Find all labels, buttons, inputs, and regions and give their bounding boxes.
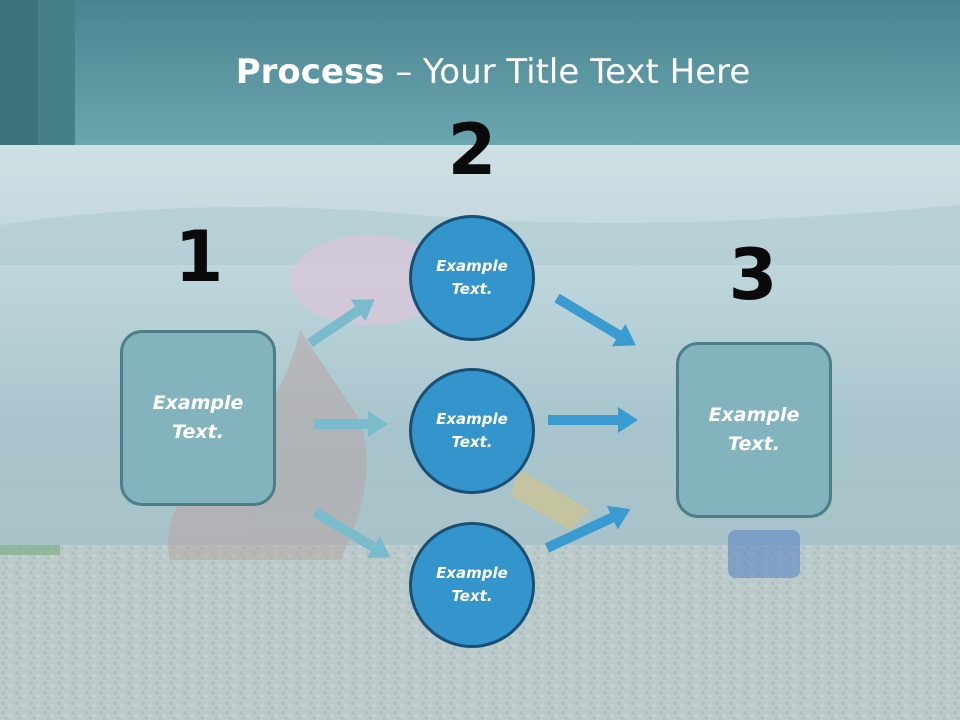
step-number-1: 1 — [174, 216, 224, 298]
arrow-from-circle-2 — [548, 407, 638, 433]
circle-1: Example Text. — [409, 215, 535, 341]
label-line: Example — [436, 564, 508, 582]
banner-accent-strip — [38, 0, 75, 145]
step-number-3: 3 — [728, 234, 778, 316]
circle-3-label: Example Text. — [436, 562, 508, 608]
circle-2-label: Example Text. — [436, 408, 508, 454]
step-1-box: Example Text. — [120, 330, 276, 506]
title-bold: Process — [235, 52, 385, 92]
label-line: Example — [708, 404, 800, 426]
circle-1-label: Example Text. — [436, 255, 508, 301]
label-line: Text. — [172, 421, 224, 443]
step-3-label: Example Text. — [709, 401, 800, 459]
title-banner — [0, 0, 960, 145]
label-line: Example — [436, 410, 508, 428]
arrow-to-circle-3 — [312, 507, 391, 559]
label-line: Example — [436, 257, 508, 275]
label-line: Text. — [728, 433, 780, 455]
step-1-label: Example Text. — [153, 389, 244, 447]
step-number-2: 2 — [447, 109, 497, 191]
label-line: Text. — [451, 433, 493, 451]
arrow-from-circle-3 — [544, 505, 631, 553]
banner-accent-strip — [0, 0, 38, 145]
step-3-box: Example Text. — [676, 342, 832, 518]
slide-title: Process – Your Title Text Here — [0, 52, 960, 92]
label-line: Text. — [451, 280, 493, 298]
label-line: Example — [152, 392, 244, 414]
circle-2: Example Text. — [409, 368, 535, 494]
title-rest: – Your Title Text Here — [384, 52, 751, 92]
label-line: Text. — [451, 587, 493, 605]
circle-3: Example Text. — [409, 522, 535, 648]
arrow-from-circle-1 — [554, 293, 636, 347]
arrow-to-circle-1 — [307, 299, 375, 348]
arrow-to-circle-2 — [314, 411, 388, 437]
